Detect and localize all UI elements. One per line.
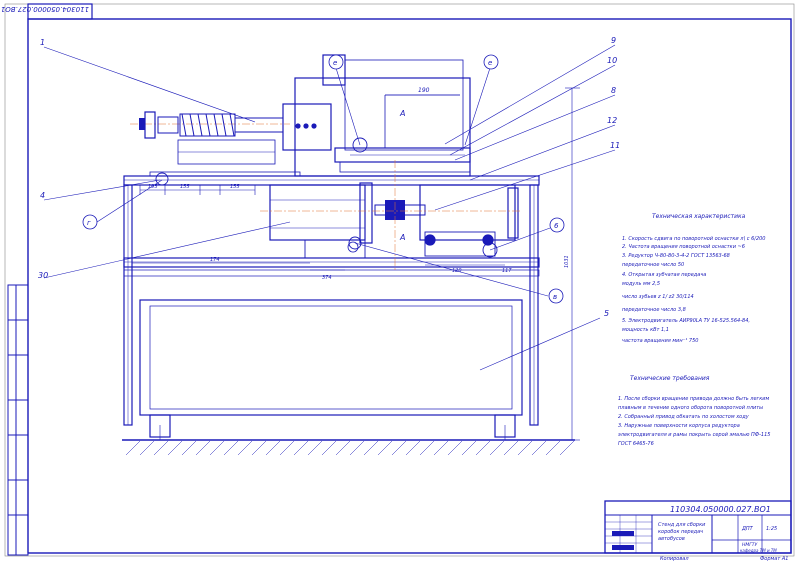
gear-reducer: [419, 184, 519, 257]
title-bottom-right: Формат А1: [760, 556, 788, 562]
title-org-line-1: НМГТУ: [742, 542, 758, 548]
detail-circles: [155, 137, 498, 258]
title-sheet-info-2: 1:25: [766, 526, 777, 532]
title-bottom-left: Копировал: [660, 556, 689, 562]
callout-circle-e-left: [328, 54, 344, 70]
tech-spec-line-2: 2. Частота вращения поворотной оснастки …: [622, 244, 745, 250]
callout-circle-v: [548, 288, 564, 304]
callout-circle-e-right: [483, 54, 499, 70]
title-block-fill-1: [612, 531, 634, 536]
title-drawing-code: 110304.050000.027.ВО1: [670, 505, 771, 514]
tech-spec-line-5: 4. Открытая зубчатая передача: [622, 272, 706, 278]
tech-req-title: Технические требования: [630, 375, 710, 382]
floor-hatch: [125, 440, 575, 456]
title-block-fill-2: [612, 545, 634, 550]
sheet-edge: [4, 3, 795, 557]
dim-lower-mid: 374: [322, 275, 332, 281]
dim-top-3: 155: [230, 184, 240, 190]
title-org-line-2: кафедра ТМ и ТМ: [740, 548, 777, 553]
tech-spec-line-8: передаточное число 3,8: [622, 307, 686, 313]
title-sheet-info-1: ДПТ: [741, 526, 754, 532]
callout-6: 6: [554, 222, 559, 230]
callout-5: 5: [604, 309, 609, 318]
top-code-text: 110304.050000.027.ВО1: [1, 5, 89, 13]
title-block: [604, 500, 792, 554]
view-label-top: А: [399, 109, 405, 118]
dimension-lines: [132, 87, 580, 441]
callout-30: 30: [38, 271, 48, 280]
callout-9: 9: [611, 36, 616, 45]
tech-spec-line-4: передаточное число 50: [622, 262, 684, 268]
leader-lines: [43, 44, 616, 371]
title-name-line-3: автобусов: [658, 536, 685, 542]
drawing-frame: [27, 18, 792, 554]
tech-spec-line-3: 3. Редуктор Ч-80-80-3-4-2 ГОСТ 13563-68: [622, 253, 730, 259]
callout-10: 10: [607, 56, 617, 65]
tech-spec-block: Техническая характеристика 1. Скорость с…: [622, 213, 766, 344]
tech-spec-line-1: 1. Скорость сдвига по поворотной оснастк…: [622, 236, 766, 242]
screw-clamp: [130, 111, 290, 139]
callout-1: 1: [40, 38, 45, 47]
tech-spec-title: Техническая характеристика: [652, 213, 746, 220]
dim-lower-right-2: 117: [502, 268, 512, 274]
dim-top-2: 155: [180, 184, 190, 190]
tech-req-line-5: электродвигателя и рамы покрыть серой эм…: [618, 432, 770, 438]
tech-req-line-2: плавным в течение одного оборота поворот…: [618, 405, 763, 411]
tech-req-line-3: 2. Собранный привод обкатать по холостом…: [618, 414, 750, 420]
callout-e-left: е: [333, 59, 337, 67]
tech-spec-line-7: число зубьев z 1/ z2 30/114: [622, 294, 694, 300]
tech-req-line-1: 1. После сборки вращение привода должно …: [618, 396, 769, 402]
dim-top-1: 195: [148, 184, 158, 190]
callout-11: 11: [610, 141, 620, 150]
callout-12: 12: [607, 116, 617, 125]
dim-lower-left: 174: [210, 257, 220, 263]
coupling: [374, 200, 426, 220]
title-name-line-1: Стенд для сборки: [658, 522, 706, 528]
dim-lower-right-1: 120: [452, 268, 462, 274]
left-margin-strip: [7, 284, 29, 556]
dim-overall-height: 1031: [564, 255, 570, 268]
tech-spec-line-11: частота вращения мин⁻¹ 750: [622, 338, 698, 344]
callout-8: 8: [611, 86, 616, 95]
tech-req-line-6: ГОСТ 6465-76: [618, 441, 654, 447]
electric-motor: [269, 182, 373, 259]
callout-g: г: [87, 219, 91, 227]
dim-190: 190: [418, 87, 430, 94]
callout-circle-6: [549, 217, 565, 233]
tech-spec-line-9: 5. Электродвигатель АИР90LA ТУ 16-525.56…: [622, 318, 750, 324]
tech-spec-line-10: мощность кВт 1,1: [622, 327, 669, 333]
tech-req-block: Технические требования 1. После сборки в…: [618, 375, 770, 447]
callout-circle-g: [82, 214, 98, 230]
tech-req-line-4: 3. Наружные поверхности корпуса редуктор…: [618, 423, 740, 429]
assembly-view: [122, 175, 575, 441]
top-code-box: [27, 3, 93, 20]
callout-e-right: е: [488, 59, 492, 67]
callout-v: в: [553, 293, 557, 301]
title-name-line-2: коробок передач: [658, 529, 703, 535]
callout-4-left: 4: [40, 191, 45, 200]
tech-spec-line-6: модуль мм 2,5: [622, 281, 660, 287]
view-label-bottom: А: [399, 233, 405, 242]
